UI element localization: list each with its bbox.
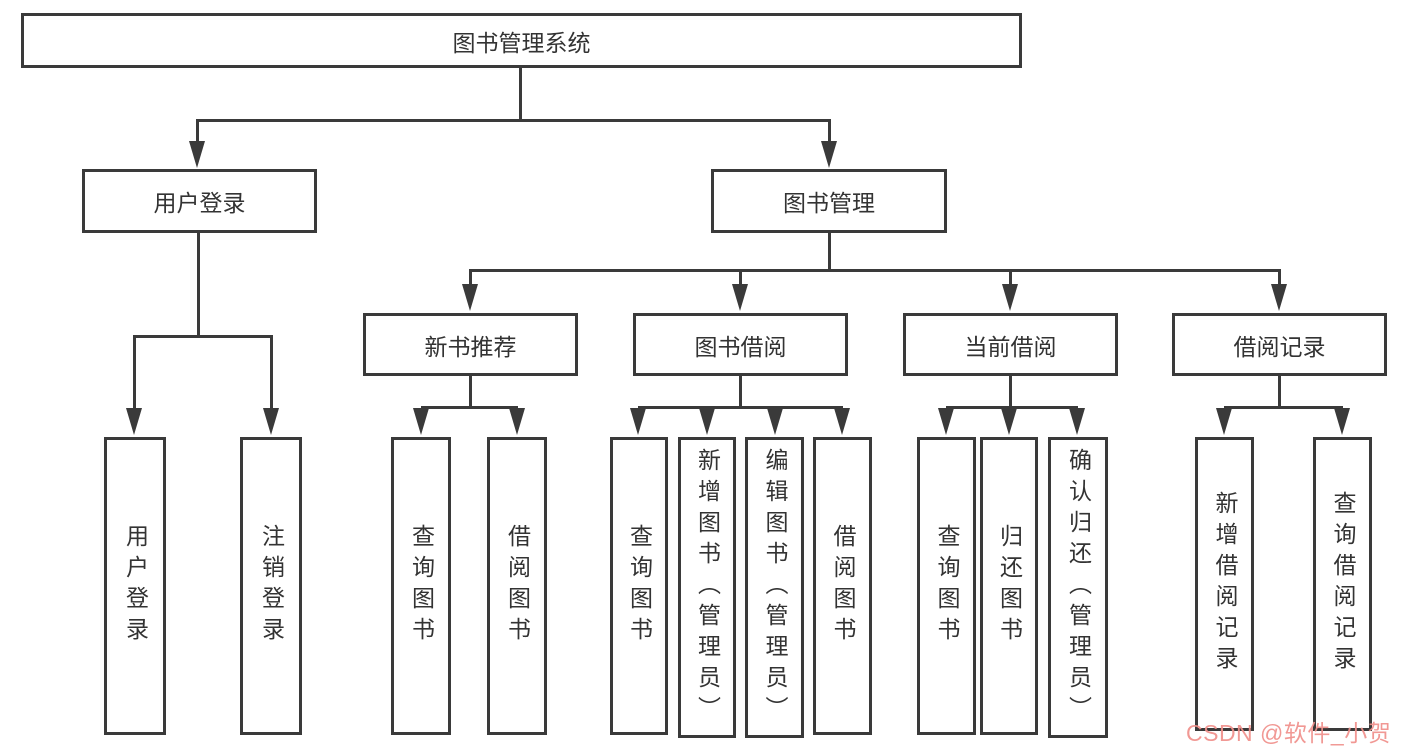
node-label: 新增借阅记录: [1212, 491, 1238, 677]
leaf-borrow-books-borrowing: 借阅图书: [813, 437, 872, 735]
connector-line: [828, 233, 831, 271]
leaf-user-login: 用户登录: [104, 437, 166, 735]
node-label: 查询图书: [408, 524, 435, 648]
node-label: 查询图书: [626, 524, 653, 648]
node-label: 确认归还（管理员）: [1065, 448, 1092, 727]
node-label: 借阅图书: [504, 524, 531, 648]
leaf-query-books-borrowing: 查询图书: [610, 437, 668, 735]
connector-line: [196, 119, 831, 122]
node-current-borrowing: 当前借阅: [903, 313, 1118, 376]
leaf-query-books-current: 查询图书: [917, 437, 976, 735]
arrowhead-down-icon: [834, 408, 850, 435]
arrowhead-down-icon: [1002, 284, 1018, 311]
connector-line: [519, 68, 522, 121]
arrowhead-down-icon: [189, 141, 205, 168]
node-label: 用户登录: [122, 524, 149, 648]
node-root-library-system: 图书管理系统: [21, 13, 1022, 68]
node-user-login: 用户登录: [82, 169, 317, 233]
connector-line: [469, 269, 1281, 272]
connector-line: [1278, 269, 1281, 288]
leaf-query-borrow-record: 查询借阅记录: [1313, 437, 1372, 731]
connector-line: [133, 335, 273, 338]
leaf-confirm-return-admin: 确认归还（管理员）: [1048, 437, 1108, 738]
arrowhead-down-icon: [699, 408, 715, 435]
arrowhead-down-icon: [1334, 408, 1350, 435]
arrowhead-down-icon: [462, 284, 478, 311]
node-label: 新书推荐: [424, 333, 517, 360]
node-label: 注销登录: [258, 524, 285, 648]
node-label: 图书借阅: [694, 333, 787, 360]
arrowhead-down-icon: [821, 141, 837, 168]
arrowhead-down-icon: [509, 408, 525, 435]
node-label: 图书管理系统: [452, 29, 591, 56]
leaf-borrow-books-recommend: 借阅图书: [487, 437, 547, 735]
node-label: 借阅记录: [1233, 333, 1326, 360]
connector-line: [638, 406, 843, 409]
node-label: 图书管理: [783, 190, 875, 216]
arrowhead-down-icon: [413, 408, 429, 435]
connector-line: [946, 406, 1078, 409]
connector-line: [133, 335, 136, 409]
node-label: 用户登录: [153, 190, 246, 216]
node-borrowing-records: 借阅记录: [1172, 313, 1387, 376]
connector-line: [739, 376, 742, 408]
arrowhead-down-icon: [1216, 408, 1232, 435]
arrowhead-down-icon: [630, 408, 646, 435]
arrowhead-down-icon: [1069, 408, 1085, 435]
node-book-borrowing: 图书借阅: [633, 313, 848, 376]
node-new-book-recommendation: 新书推荐: [363, 313, 578, 376]
node-label: 查询借阅记录: [1330, 491, 1356, 677]
connector-line: [1224, 406, 1343, 409]
connector-line: [469, 269, 472, 288]
node-label: 借阅图书: [830, 524, 856, 648]
arrowhead-down-icon: [1271, 284, 1287, 311]
node-label: 新增图书（管理员）: [694, 448, 721, 727]
leaf-add-borrow-record: 新增借阅记录: [1195, 437, 1254, 731]
arrowhead-down-icon: [732, 284, 748, 311]
csdn-watermark: CSDN @软件_小贺同学: [1186, 720, 1392, 746]
arrowhead-down-icon: [263, 408, 279, 435]
node-label: 当前借阅: [964, 333, 1057, 360]
leaf-edit-books-admin: 编辑图书（管理员）: [745, 437, 804, 738]
connector-line: [196, 119, 199, 149]
node-label: 编辑图书（管理员）: [762, 448, 788, 727]
leaf-return-books: 归还图书: [980, 437, 1038, 735]
connector-line: [421, 406, 518, 409]
leaf-query-books-recommend: 查询图书: [391, 437, 451, 735]
arrowhead-down-icon: [938, 408, 954, 435]
node-book-management: 图书管理: [711, 169, 947, 233]
connector-line: [197, 233, 200, 337]
connector-line: [270, 335, 273, 409]
connector-line: [828, 119, 831, 149]
connector-line: [469, 376, 472, 408]
arrowhead-down-icon: [126, 408, 142, 435]
leaf-logout: 注销登录: [240, 437, 302, 735]
connector-line: [1278, 376, 1281, 408]
node-label: 查询图书: [934, 524, 960, 648]
arrowhead-down-icon: [767, 408, 783, 435]
arrowhead-down-icon: [1001, 408, 1017, 435]
connector-line: [1009, 269, 1012, 288]
connector-line: [739, 269, 742, 288]
connector-line: [1009, 376, 1012, 408]
node-label: 归还图书: [996, 524, 1023, 648]
leaf-add-books-admin: 新增图书（管理员）: [678, 437, 736, 738]
